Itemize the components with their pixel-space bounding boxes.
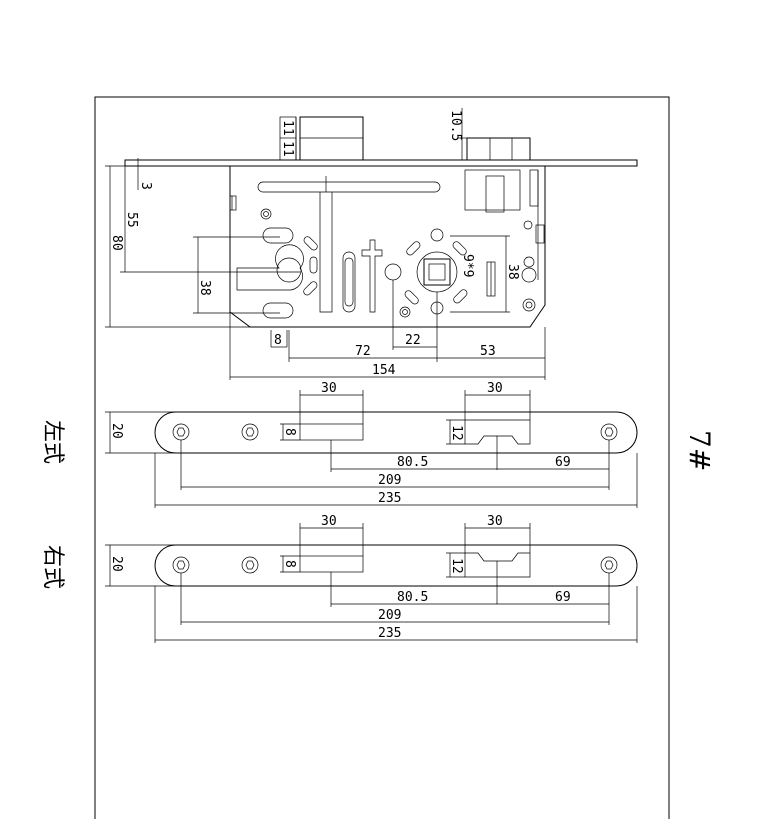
left-type-label: 左式 <box>40 420 65 464</box>
strike-left-dim-total-length: 235 <box>378 491 401 506</box>
cylinder-keyhole <box>236 244 304 291</box>
dim-handle-spacing: 38 <box>505 264 520 280</box>
right-type-label: 右式 <box>40 545 65 589</box>
strike-left-dim-center-to-center: 80.5 <box>397 455 428 470</box>
cylinder-slot-top <box>262 227 294 244</box>
dim-height: 80 <box>109 235 124 251</box>
strike-right-deadbolt-opening <box>299 555 364 573</box>
strike-right-plate <box>154 544 638 587</box>
strike-right: 20 30 30 8 12 80.5 69 209 235 <box>105 514 638 643</box>
cylinder-slot-bottom <box>262 302 294 319</box>
strike-right-dim-deadbolt-height: 8 <box>282 560 297 568</box>
strike-left-plate <box>154 411 638 454</box>
dim-backset: 55 <box>124 212 139 228</box>
latch-block <box>466 137 531 161</box>
strike-right-dim-latch-to-screw: 69 <box>555 590 571 605</box>
lock-case <box>229 166 546 328</box>
dim-spindle-offset: 22 <box>405 333 421 348</box>
lock-faceplate <box>124 159 638 167</box>
strike-right-dim-deadbolt-opening: 30 <box>321 514 337 529</box>
strike-left-dim-latch-height: 12 <box>449 425 464 441</box>
strike-left-deadbolt-opening <box>299 423 364 441</box>
deadbolt-block <box>299 116 364 161</box>
dim-right-offset: 53 <box>480 344 496 359</box>
drawing-frame <box>94 96 670 819</box>
top-slot <box>257 181 441 193</box>
dim-total-length: 154 <box>372 363 396 378</box>
strike-right-dim-center-to-center: 80.5 <box>397 590 428 605</box>
strike-left-dim-screw-spacing: 209 <box>378 473 401 488</box>
strike-left-dim-deadbolt-height: 8 <box>282 428 297 436</box>
lock-body: 3 55 80 38 8 72 22 53 154 10.5 11 11 9*9… <box>105 108 638 380</box>
model-number-label: 7# <box>683 430 716 471</box>
strike-right-latch-opening <box>464 552 531 578</box>
strike-left-dim-deadbolt-opening: 30 <box>321 381 337 396</box>
strike-right-dim-latch-opening: 30 <box>487 514 503 529</box>
strike-left: 20 30 30 8 12 80.5 69 209 235 <box>105 381 638 508</box>
dim-bolt-stack-1: 11 <box>280 120 295 136</box>
dim-center-offset: 72 <box>355 344 371 359</box>
strike-left-latch-opening <box>464 419 531 445</box>
dim-bolt-stack-2: 11 <box>280 141 295 157</box>
strike-right-dim-latch-height: 12 <box>449 558 464 574</box>
dim-hole-diameter: 8 <box>274 333 282 348</box>
dim-spindle-size: 9*9 <box>460 254 475 277</box>
strike-left-dim-width: 20 <box>109 423 124 439</box>
cross-slot <box>319 192 333 313</box>
strike-right-dim-total-length: 235 <box>378 626 401 641</box>
dim-cylinder-spacing: 38 <box>197 280 212 296</box>
dim-faceplate-offset: 3 <box>138 182 153 190</box>
strike-left-dim-latch-to-screw: 69 <box>555 455 571 470</box>
spindle-hub <box>416 251 458 293</box>
dim-latch-height: 10.5 <box>448 110 463 141</box>
strike-right-dim-screw-spacing: 209 <box>378 608 401 623</box>
strike-right-dim-width: 20 <box>109 556 124 572</box>
strike-left-dim-latch-opening: 30 <box>487 381 503 396</box>
spindle-square <box>423 258 451 286</box>
